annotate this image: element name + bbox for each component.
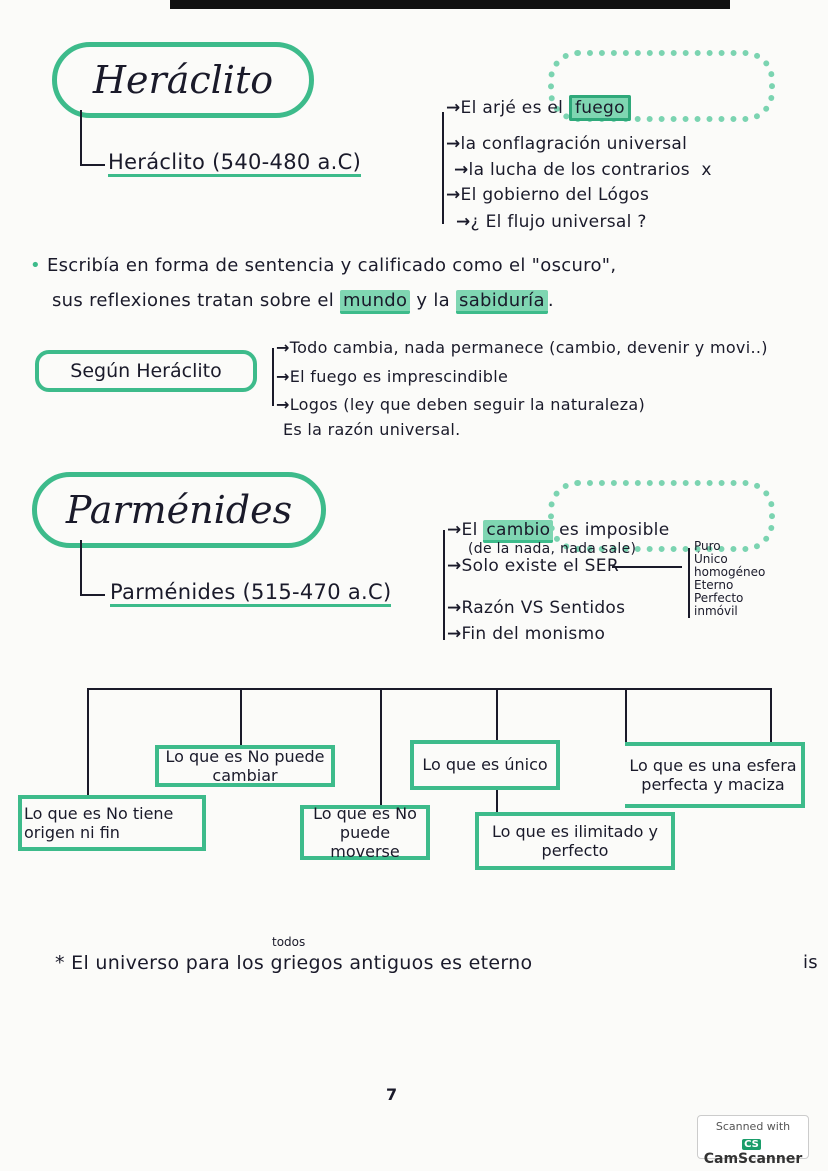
connector bbox=[80, 540, 82, 595]
footer-note: * El universo para los griegos antiguos … bbox=[55, 952, 533, 974]
parmenides-box: Lo que es una esfera perfecta y maciza bbox=[625, 742, 805, 808]
tree-line bbox=[240, 688, 242, 748]
connector bbox=[612, 566, 682, 568]
paragraph-line: • Escribía en forma de sentencia y calif… bbox=[30, 255, 617, 276]
parmenides-box: Lo que es No tiene origen ni fin bbox=[18, 795, 206, 851]
heraclito-item: El arjé es el fuego bbox=[446, 95, 631, 121]
tree-line bbox=[87, 688, 772, 690]
parmenides-item: Fin del monismo bbox=[447, 624, 605, 644]
heraclito-item: El gobierno del Lógos bbox=[446, 185, 649, 205]
connector bbox=[688, 548, 690, 618]
parmenides-title: Parménides bbox=[32, 472, 326, 548]
parmenides-box: Lo que es No puede moverse bbox=[300, 804, 430, 861]
decorative-dotted-cloud bbox=[548, 50, 775, 122]
parmenides-item: Solo existe el SER bbox=[447, 556, 619, 576]
tree-line bbox=[770, 688, 772, 743]
parmenides-box: Lo que es único bbox=[410, 740, 560, 790]
decorative-dotted-cloud bbox=[548, 480, 775, 552]
branch-line bbox=[272, 348, 274, 406]
heraclito-item: la lucha de los contrarios x bbox=[454, 160, 712, 180]
margin-text: is bbox=[803, 952, 818, 973]
heraclito-title: Heráclito bbox=[52, 42, 314, 118]
heraclito-item: la conflagración universal bbox=[446, 134, 687, 154]
segun-item: El fuego es imprescindible bbox=[276, 367, 508, 386]
segun-item: Es la razón universal. bbox=[283, 420, 461, 439]
paragraph-line: sus reflexiones tratan sobre el mundo y … bbox=[52, 290, 554, 314]
note-insert: todos bbox=[272, 935, 306, 949]
segun-heraclito-box: Según Heráclito bbox=[35, 350, 257, 392]
connector bbox=[80, 594, 105, 596]
camscanner-badge: Scanned with CSCamScanner bbox=[697, 1115, 809, 1167]
page-number: 7 bbox=[386, 1085, 398, 1104]
parmenides-item: Razón VS Sentidos bbox=[447, 598, 625, 618]
parmenides-item: El cambio es imposible bbox=[447, 520, 669, 543]
connector bbox=[80, 164, 105, 166]
heraclito-subtitle: Heráclito (540-480 a.C) bbox=[108, 150, 362, 177]
camscanner-logo-icon: CS bbox=[742, 1139, 761, 1150]
scan-edge bbox=[170, 0, 730, 9]
branch-line bbox=[442, 112, 444, 224]
tree-line bbox=[87, 688, 89, 798]
parmenides-subtitle: Parménides (515-470 a.C) bbox=[110, 580, 392, 607]
parmenides-note: (de la nada, nada sale) bbox=[468, 541, 637, 557]
parmenides-box: Lo que es ilimitado y perfecto bbox=[475, 812, 675, 870]
heraclito-item: ¿ El flujo universal ? bbox=[456, 212, 647, 232]
tree-line bbox=[380, 688, 382, 808]
parmenides-box: Lo que es No puede cambiar bbox=[155, 745, 335, 787]
segun-item: Todo cambia, nada permanece (cambio, dev… bbox=[276, 338, 768, 357]
tree-line bbox=[625, 688, 627, 743]
segun-item: Logos (ley que deben seguir la naturalez… bbox=[276, 395, 645, 414]
connector bbox=[80, 110, 82, 165]
branch-line bbox=[443, 530, 445, 640]
